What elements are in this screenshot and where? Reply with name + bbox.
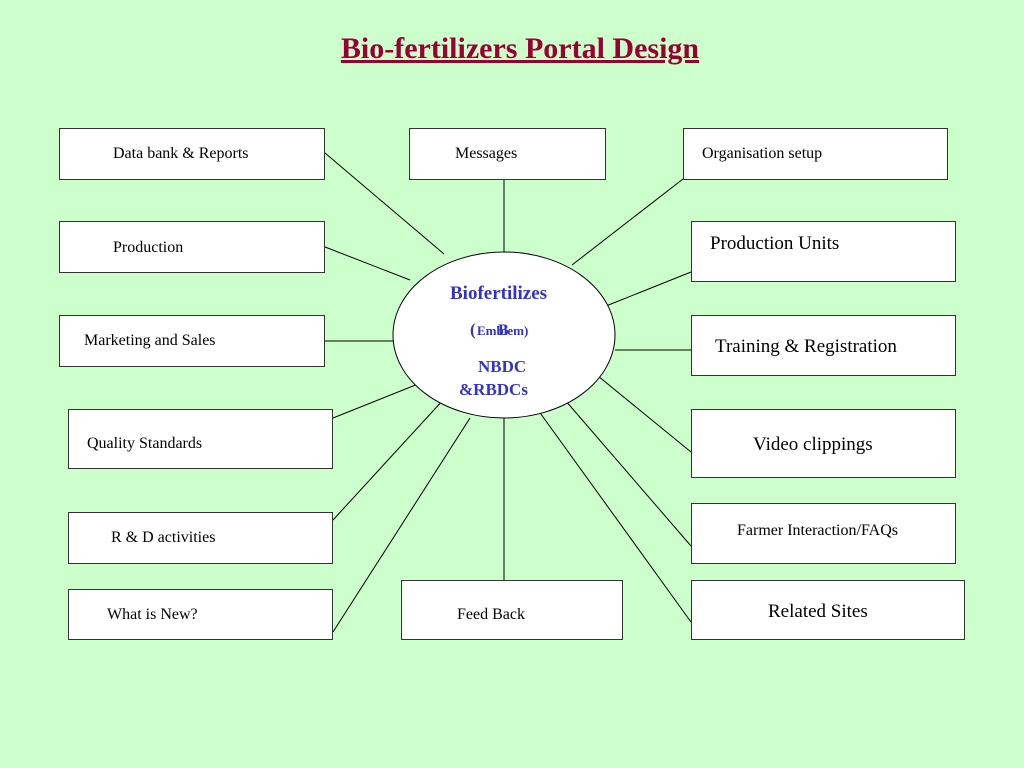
node-quality[interactable]: Quality Standards xyxy=(68,409,333,469)
node-production[interactable]: Production xyxy=(59,221,325,273)
hub-paren: ( xyxy=(470,320,476,339)
node-prod-units-label: Production Units xyxy=(710,233,840,254)
node-data-bank[interactable]: Data bank & Reports xyxy=(59,128,325,180)
node-org-setup[interactable]: Organisation setup xyxy=(683,128,948,180)
node-messages[interactable]: Messages xyxy=(409,128,606,180)
node-messages-label: Messages xyxy=(455,145,518,162)
hub-glyph: B xyxy=(498,322,509,339)
node-feedback-label: Feed Back xyxy=(457,606,525,623)
node-prod-units[interactable]: Production Units xyxy=(691,221,956,282)
hub-nbdc: NBDC xyxy=(478,357,527,376)
connector-whats-new xyxy=(332,417,471,633)
node-whats-new[interactable]: What is New? xyxy=(68,589,333,640)
node-video[interactable]: Video clippings xyxy=(691,409,956,478)
node-marketing-label: Marketing and Sales xyxy=(84,332,216,349)
node-data-bank-label: Data bank & Reports xyxy=(113,145,249,162)
node-whats-new-label: What is New? xyxy=(107,606,198,623)
page-title: Bio-fertilizers Portal Design xyxy=(340,32,700,65)
connector-video xyxy=(597,375,692,453)
connector-production xyxy=(324,246,411,281)
connector-related xyxy=(537,409,692,623)
connector-rnd xyxy=(332,398,445,521)
node-feedback[interactable]: Feed Back xyxy=(401,580,623,640)
node-org-setup-label: Organisation setup xyxy=(702,145,823,162)
node-rnd-label: R & D activities xyxy=(111,529,216,546)
connector-data-bank xyxy=(324,152,445,255)
connector-prod-units xyxy=(605,271,692,307)
hub-ellipse xyxy=(392,251,616,419)
node-related[interactable]: Related Sites xyxy=(691,580,965,640)
node-farmer[interactable]: Farmer Interaction/FAQs xyxy=(691,503,956,564)
node-quality-label: Quality Standards xyxy=(87,435,203,452)
node-production-label: Production xyxy=(113,239,184,256)
node-training-label: Training & Registration xyxy=(715,336,897,357)
hub-emblem: Emblem) xyxy=(477,323,529,338)
node-rnd[interactable]: R & D activities xyxy=(68,512,333,564)
node-training[interactable]: Training & Registration xyxy=(691,315,956,376)
node-video-label: Video clippings xyxy=(753,434,873,455)
node-marketing[interactable]: Marketing and Sales xyxy=(59,315,325,367)
connector-quality xyxy=(332,383,419,419)
node-farmer-label: Farmer Interaction/FAQs xyxy=(737,522,898,539)
connector-org-setup xyxy=(571,178,684,266)
connector-farmer xyxy=(564,399,692,547)
node-related-label: Related Sites xyxy=(768,601,868,622)
hub-title: Biofertilizes xyxy=(450,283,548,304)
hub-rbdcs: &RBDCs xyxy=(459,380,528,399)
